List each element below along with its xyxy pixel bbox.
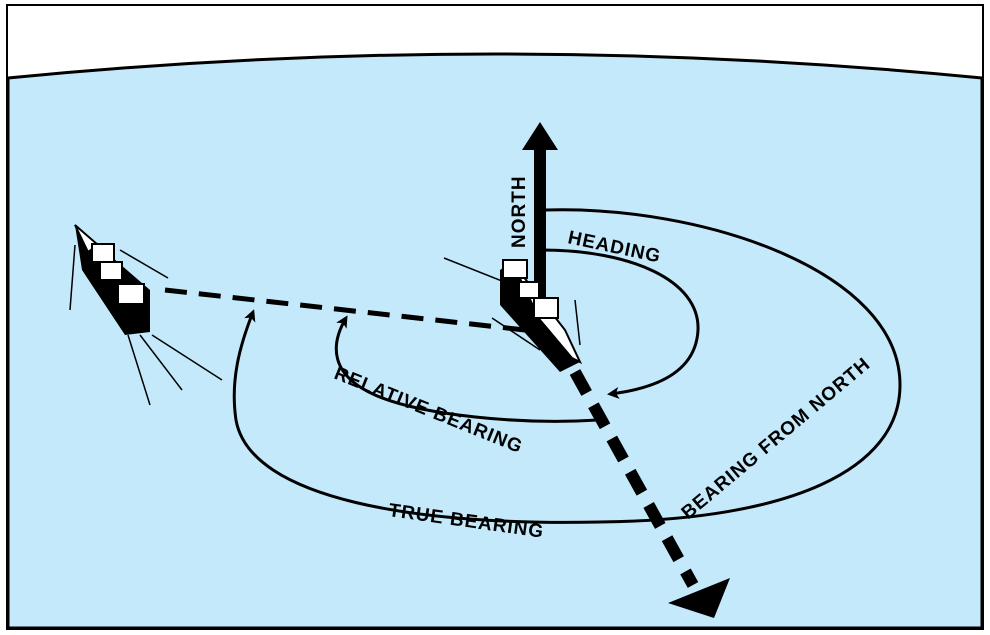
sea xyxy=(8,54,982,628)
north-label: NORTH xyxy=(509,175,530,248)
